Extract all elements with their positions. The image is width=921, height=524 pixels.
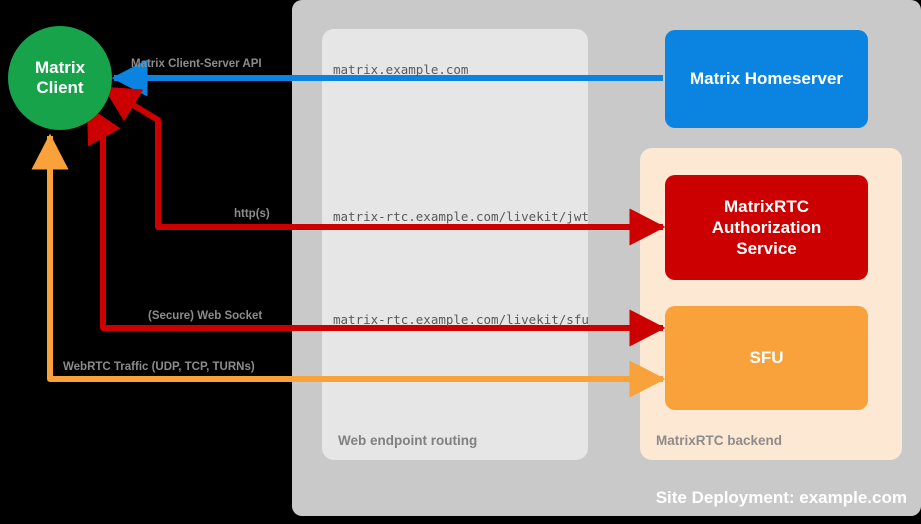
endpoint-matrix-example-com: matrix.example.com — [333, 62, 469, 77]
node-matrixrtc-authorization-service[interactable]: MatrixRTC Authorization Service — [665, 175, 868, 280]
edge-label-web-socket: (Secure) Web Socket — [148, 310, 263, 322]
authorization-service-label: MatrixRTC Authorization Service — [712, 196, 822, 260]
node-matrix-homeserver[interactable]: Matrix Homeserver — [665, 30, 868, 128]
edge-label-matrix-client-server-api: Matrix Client-Server API — [131, 58, 262, 70]
authorization-service-label-line3: Service — [736, 239, 797, 259]
endpoint-livekit-jwt: matrix-rtc.example.com/livekit/jwt — [333, 209, 589, 224]
matrix-client-label-line2: Client — [36, 78, 84, 97]
node-sfu[interactable]: SFU — [665, 306, 868, 410]
matrix-client-label-line1: Matrix — [34, 57, 86, 77]
edge-label-https: http(s) — [234, 208, 270, 220]
endpoint-livekit-sfu: matrix-rtc.example.com/livekit/sfu — [333, 312, 589, 327]
site-deployment-label: Site Deployment: example.com — [655, 488, 907, 507]
node-matrix-client[interactable]: Matrix Client — [8, 26, 112, 130]
sfu-label: SFU — [749, 348, 784, 368]
web-endpoint-routing-panel: Web endpoint routing — [322, 29, 588, 460]
matrix-homeserver-label: Matrix Homeserver — [689, 69, 844, 89]
edge-label-webrtc-traffic: WebRTC Traffic (UDP, TCP, TURNs) — [63, 361, 255, 373]
matrixrtc-backend-label: MatrixRTC backend — [656, 433, 783, 448]
web-endpoint-routing-label: Web endpoint routing — [338, 433, 478, 448]
authorization-service-label-line1: MatrixRTC — [723, 196, 809, 216]
authorization-service-label-line2: Authorization — [711, 217, 822, 237]
